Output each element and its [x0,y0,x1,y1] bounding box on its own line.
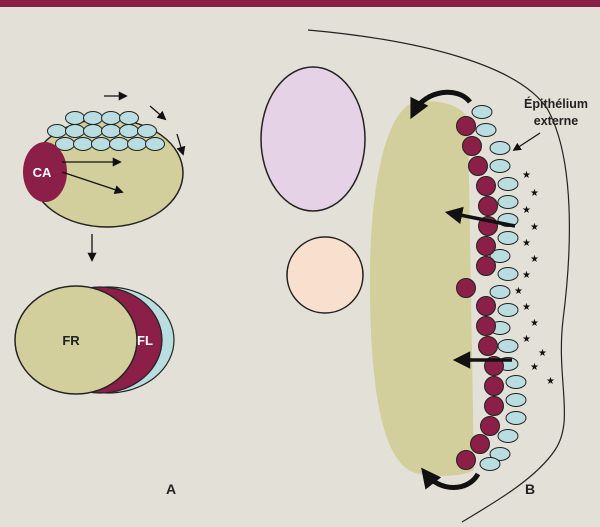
bud-cell-cluster [47,111,165,151]
magenta-cell [480,416,500,436]
star-marker: ★ [522,170,531,181]
star-marker: ★ [522,205,531,216]
bud-cell [83,111,103,125]
top-bar [0,0,600,7]
magenta-cell [462,136,482,156]
peach-circle [286,236,364,314]
magenta-cell [484,376,504,396]
bud-cell [47,124,67,138]
magenta-cell [470,434,490,454]
bud-cell [109,137,129,151]
epithelium-label-line1: Épithélium [524,96,588,111]
star-marker: ★ [522,270,531,281]
cyan-cell [497,231,519,245]
ca-region [23,142,67,202]
bud-cell [65,111,85,125]
cyan-cell [497,429,519,443]
cyan-cell [505,411,527,425]
cyan-cell [489,285,511,299]
epithelium-cell-column [456,105,527,471]
star-marker: ★ [522,334,531,345]
magenta-cell [456,278,476,298]
star-marker: ★ [530,362,539,373]
pink-oval [260,66,366,212]
star-marker: ★ [546,376,555,387]
panel-a-label: A [166,481,176,497]
magenta-cell [456,450,476,470]
panel-b: ★ ★ ★ ★ ★ ★ ★ ★ ★ ★ ★ ★ ★ ★ Épithélium externe B [260,29,588,523]
magenta-cell [478,196,498,216]
star-marker: ★ [530,318,539,329]
outer-boundary-line [307,29,570,523]
bud-cell [91,137,111,151]
cyan-cell [479,457,501,471]
cyan-cell [497,195,519,209]
magenta-cell [476,316,496,336]
epithelium-pointer [512,132,541,151]
fr-region [14,285,138,395]
mesenchyme-body [369,101,474,476]
ca-label: CA [33,165,52,180]
bud-cell [127,137,147,151]
magenta-cell [468,156,488,176]
bud-cell [73,137,93,151]
migration-arrows [444,206,516,369]
cyan-cell [489,141,511,155]
cyan-cell [489,447,511,461]
cyan-cell [497,177,519,191]
cyan-cell [475,123,497,137]
epithelium-label-line2: externe [534,114,579,128]
star-marker: ★ [538,348,547,359]
magenta-cell [478,336,498,356]
panel-b-label: B [525,481,535,497]
magenta-cell [476,296,496,316]
bud-cell [101,124,121,138]
cyan-cell [497,339,519,353]
bud-cell [119,124,139,138]
curved-arrows [410,89,481,490]
star-markers: ★ ★ ★ ★ ★ ★ ★ ★ ★ ★ ★ ★ ★ ★ [514,170,555,387]
star-marker: ★ [530,188,539,199]
bud-cell [145,137,165,151]
star-marker: ★ [522,302,531,313]
star-marker: ★ [530,254,539,265]
magenta-cell [476,236,496,256]
star-marker: ★ [530,222,539,233]
bud-cell [83,124,103,138]
bud-cell [119,111,139,125]
cyan-cell [505,375,527,389]
bud-cell [65,124,85,138]
panel-a: CA FR FL A [14,91,186,497]
magenta-cell [476,256,496,276]
cyan-cell [471,105,493,119]
star-marker: ★ [522,238,531,249]
bud-cell [137,124,157,138]
cyan-cell [497,303,519,317]
movement-arrows [104,91,186,156]
magenta-cell [476,176,496,196]
magenta-cell [484,396,504,416]
cyan-cell [489,249,511,263]
bud-cell [101,111,121,125]
star-marker: ★ [514,286,523,297]
fl-label: FL [137,333,153,348]
magenta-cell [456,116,476,136]
ca-arrows [61,157,124,195]
cyan-cell [489,159,511,173]
cyan-cell [505,393,527,407]
fr-label: FR [62,333,80,348]
cyan-cell [497,267,519,281]
